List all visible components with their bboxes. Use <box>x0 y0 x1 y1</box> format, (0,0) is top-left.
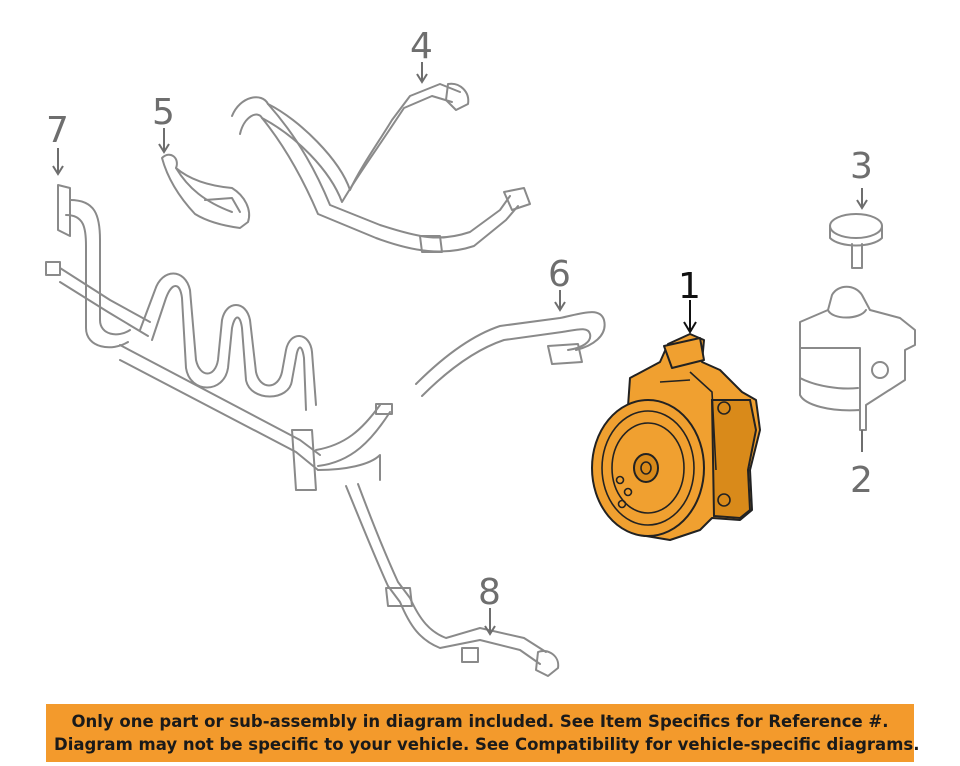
callout-6: 6 <box>548 254 571 295</box>
callout-8: 8 <box>478 572 501 613</box>
part-4-hose <box>231 82 531 253</box>
callout-2: 2 <box>850 460 873 501</box>
callout-4: 4 <box>410 26 433 67</box>
callout-7: 7 <box>46 110 69 151</box>
part-5-bracket <box>161 153 251 229</box>
part-8-hose <box>345 483 560 677</box>
part-2-reservoir <box>799 285 916 431</box>
part-6-hose <box>415 311 606 397</box>
part-1-power-steering-pump <box>591 333 761 541</box>
callout-1: 1 <box>678 266 701 307</box>
callout-5: 5 <box>152 92 175 133</box>
disclaimer-banner: Only one part or sub-assembly in diagram… <box>46 704 920 762</box>
callout-3: 3 <box>850 146 873 187</box>
part-3-cap <box>829 213 883 269</box>
parts-diagram: 1 2 3 4 5 6 7 8 <box>45 26 916 677</box>
disclaimer-line-2: Diagram may not be specific to your vehi… <box>54 735 920 754</box>
part-7-cooler-line <box>45 184 393 491</box>
disclaimer-line-1: Only one part or sub-assembly in diagram… <box>71 712 889 731</box>
